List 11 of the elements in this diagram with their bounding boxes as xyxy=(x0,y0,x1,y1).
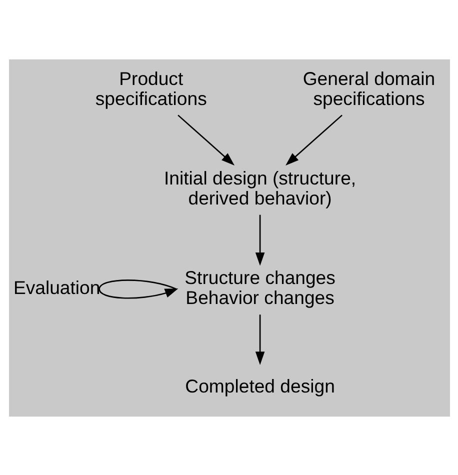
edge-label: Evaluation xyxy=(12,276,100,298)
node-text: General domain specifications xyxy=(302,67,435,108)
arrow xyxy=(254,314,264,364)
arrow xyxy=(285,114,342,165)
arrow xyxy=(254,214,264,266)
node-text: Product specifications xyxy=(94,67,206,108)
node-text: Structure changes Behavior changes xyxy=(184,266,335,308)
arrow xyxy=(98,279,178,298)
node-text: Initial design (structure, derived behavior) xyxy=(164,166,356,208)
arrow xyxy=(177,114,234,165)
node-text: Completed design xyxy=(184,374,334,396)
